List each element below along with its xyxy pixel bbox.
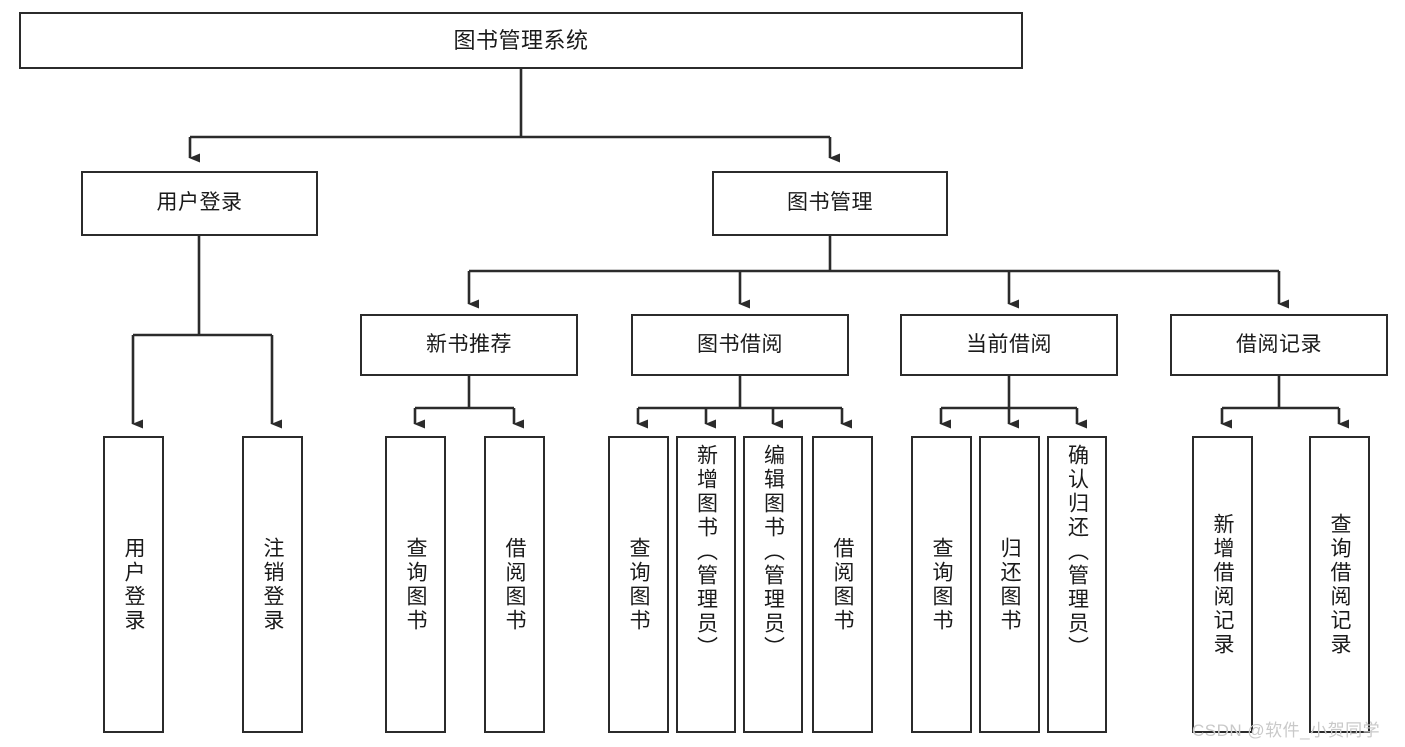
node-label: 归还图书: [998, 536, 1021, 633]
leaf-record-query-record[interactable]: 查询借阅记录: [1309, 436, 1370, 733]
leaf-current-return-book[interactable]: 归还图书: [979, 436, 1040, 733]
leaf-borrow-borrow-book[interactable]: 借阅图书: [812, 436, 873, 733]
node-label: 图书管理: [787, 191, 873, 215]
node-book-borrow[interactable]: 图书借阅: [631, 314, 849, 376]
leaf-recommend-query-book[interactable]: 查询图书: [385, 436, 446, 733]
node-label: 新增图书（管理员）: [694, 444, 718, 660]
node-label: 查询借阅记录: [1328, 512, 1351, 657]
leaf-record-add-record[interactable]: 新增借阅记录: [1192, 436, 1253, 733]
node-label: 新书推荐: [426, 332, 512, 356]
node-new-book-recommend[interactable]: 新书推荐: [360, 314, 578, 376]
node-label: 借阅记录: [1236, 332, 1322, 356]
node-label: 查询图书: [404, 536, 427, 633]
node-label: 查询图书: [627, 536, 650, 633]
node-label: 图书管理系统: [453, 27, 589, 53]
node-borrow-record[interactable]: 借阅记录: [1170, 314, 1388, 376]
node-label: 图书借阅: [697, 332, 783, 356]
node-label: 借阅图书: [503, 536, 526, 633]
leaf-recommend-borrow-book[interactable]: 借阅图书: [484, 436, 545, 733]
node-label: 借阅图书: [831, 536, 854, 633]
node-label: 用户登录: [156, 191, 243, 215]
node-book-management[interactable]: 图书管理: [712, 171, 948, 236]
leaf-user-logout[interactable]: 注销登录: [242, 436, 303, 733]
leaf-borrow-query-book[interactable]: 查询图书: [608, 436, 669, 733]
node-current-borrow[interactable]: 当前借阅: [900, 314, 1118, 376]
node-label: 查询图书: [930, 536, 953, 633]
node-label: 用户登录: [122, 536, 145, 633]
csdn-watermark: CSDN @软件_小贺同学: [1192, 721, 1381, 740]
node-label: 注销登录: [261, 536, 284, 633]
node-root-system[interactable]: 图书管理系统: [19, 12, 1023, 69]
leaf-user-login-do[interactable]: 用户登录: [103, 436, 164, 733]
leaf-current-confirm-return-admin[interactable]: 确认归还（管理员）: [1047, 436, 1107, 733]
leaf-borrow-add-book-admin[interactable]: 新增图书（管理员）: [676, 436, 736, 733]
node-label: 新增借阅记录: [1211, 512, 1234, 657]
node-label: 当前借阅: [966, 332, 1052, 356]
node-label: 编辑图书（管理员）: [761, 444, 785, 660]
leaf-current-query-book[interactable]: 查询图书: [911, 436, 972, 733]
leaf-borrow-edit-book-admin[interactable]: 编辑图书（管理员）: [743, 436, 803, 733]
node-user-login[interactable]: 用户登录: [81, 171, 318, 236]
node-label: 确认归还（管理员）: [1065, 444, 1089, 660]
